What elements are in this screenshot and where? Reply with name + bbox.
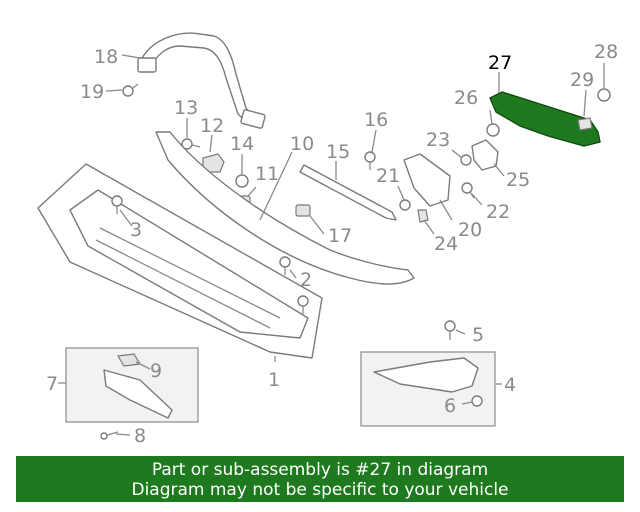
label-21: 21 xyxy=(376,165,400,187)
banner-line-2: Diagram may not be specific to your vehi… xyxy=(131,480,509,500)
label-10: 10 xyxy=(290,133,314,155)
part-17-clip xyxy=(295,204,311,217)
part-1-bumper-beam xyxy=(37,163,323,359)
label-19: 19 xyxy=(80,81,104,103)
label-2: 2 xyxy=(300,269,312,291)
label-11: 11 xyxy=(255,163,279,185)
label-9: 9 xyxy=(150,360,162,382)
part-24-clip xyxy=(417,209,429,223)
part-2-bolt xyxy=(279,256,309,314)
part-21-bolt xyxy=(399,199,411,211)
label-15: 15 xyxy=(326,141,350,163)
part-27-highlighted xyxy=(489,91,601,147)
part-8-fastener xyxy=(100,431,119,440)
part-26-nut xyxy=(486,123,500,137)
label-23: 23 xyxy=(426,129,450,151)
banner-line-1: Part or sub-assembly is #27 in diagram xyxy=(151,460,489,480)
label-29: 29 xyxy=(570,69,594,91)
label-7: 7 xyxy=(46,373,58,395)
part-29-clip xyxy=(577,117,593,131)
part-28-fastener xyxy=(597,88,611,102)
part-13-bolt xyxy=(181,138,201,150)
label-25: 25 xyxy=(506,169,530,191)
part-5-bolt xyxy=(444,320,456,340)
part-25-bracket xyxy=(471,139,499,171)
label-16: 16 xyxy=(364,109,388,131)
label-1: 1 xyxy=(268,369,280,391)
label-18: 18 xyxy=(94,46,118,68)
part-19-bolt xyxy=(122,83,139,97)
label-28: 28 xyxy=(594,41,618,63)
part-20-bracket xyxy=(403,153,451,207)
label-12: 12 xyxy=(200,115,224,137)
label-8: 8 xyxy=(134,425,146,447)
part-15-molding xyxy=(299,164,397,221)
label-6: 6 xyxy=(444,395,456,417)
label-13: 13 xyxy=(174,97,198,119)
part-7-box xyxy=(65,347,199,423)
part-23-bolt xyxy=(460,154,472,166)
label-22: 22 xyxy=(486,201,510,223)
part-14-nut xyxy=(235,174,249,188)
part-10-bumper-strip xyxy=(155,131,415,285)
label-14: 14 xyxy=(230,133,254,155)
part-4-box xyxy=(360,351,496,427)
label-24: 24 xyxy=(434,233,458,255)
label-27: 27 xyxy=(488,52,512,74)
part-16-bolt xyxy=(364,151,376,170)
part-3-bolt xyxy=(111,195,123,214)
label-20: 20 xyxy=(458,219,482,241)
label-26: 26 xyxy=(454,87,478,109)
part-18-support-bar xyxy=(137,32,266,129)
part-22-bolt xyxy=(461,182,475,199)
label-17: 17 xyxy=(328,225,352,247)
label-4: 4 xyxy=(504,374,516,396)
leader-lines xyxy=(58,54,605,436)
label-3: 3 xyxy=(130,219,142,241)
label-5: 5 xyxy=(472,324,484,346)
info-banner: Part or sub-assembly is #27 in diagram D… xyxy=(16,456,624,502)
